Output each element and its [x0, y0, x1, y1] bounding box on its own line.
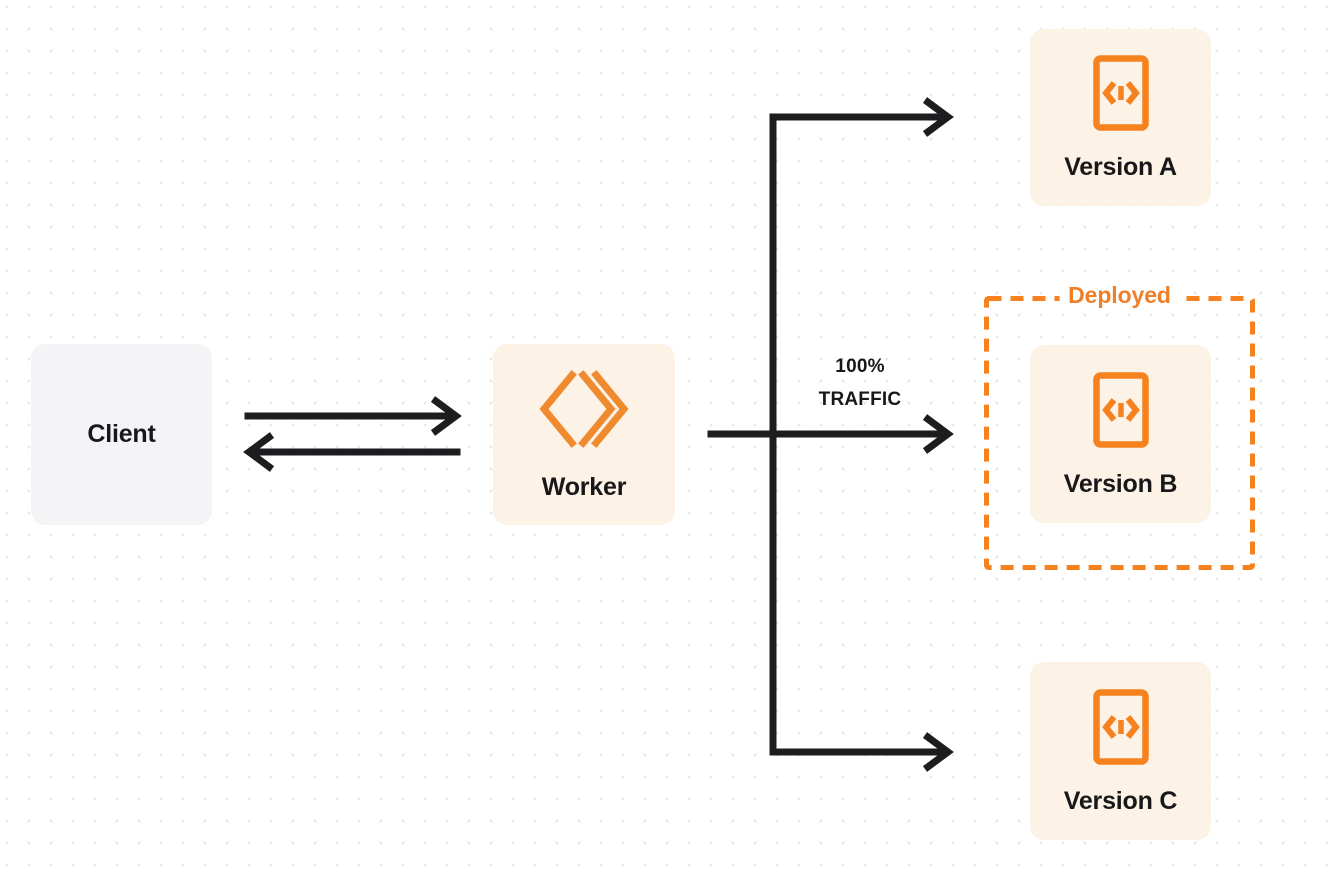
node-version-a-label: Version A — [1064, 153, 1177, 181]
code-document-icon — [1092, 688, 1149, 765]
node-client[interactable]: Client — [31, 344, 212, 525]
traffic-caption: TRAFFIC — [818, 389, 902, 410]
node-version-b-label: Version B — [1063, 469, 1178, 498]
arrow-to-version-c — [769, 732, 954, 772]
arrow-worker-to-client — [243, 432, 461, 472]
node-version-b[interactable]: Version B — [1030, 345, 1211, 523]
node-version-c[interactable]: Version C — [1030, 662, 1211, 840]
arrow-client-to-worker — [244, 396, 462, 436]
arrow-to-version-a — [769, 97, 954, 137]
code-document-icon — [1092, 371, 1149, 448]
node-worker[interactable]: Worker — [493, 344, 675, 525]
node-version-c-label: Version C — [1063, 786, 1178, 815]
traffic-label: 100% TRAFFIC — [782, 350, 938, 416]
code-document-icon — [1092, 55, 1149, 131]
traffic-percent: 100% — [835, 356, 885, 377]
workers-logo-icon — [538, 369, 630, 449]
arrow-to-version-b — [769, 414, 954, 454]
node-client-label: Client — [87, 420, 156, 448]
node-version-a[interactable]: Version A — [1030, 29, 1211, 206]
node-worker-label: Worker — [541, 473, 627, 501]
